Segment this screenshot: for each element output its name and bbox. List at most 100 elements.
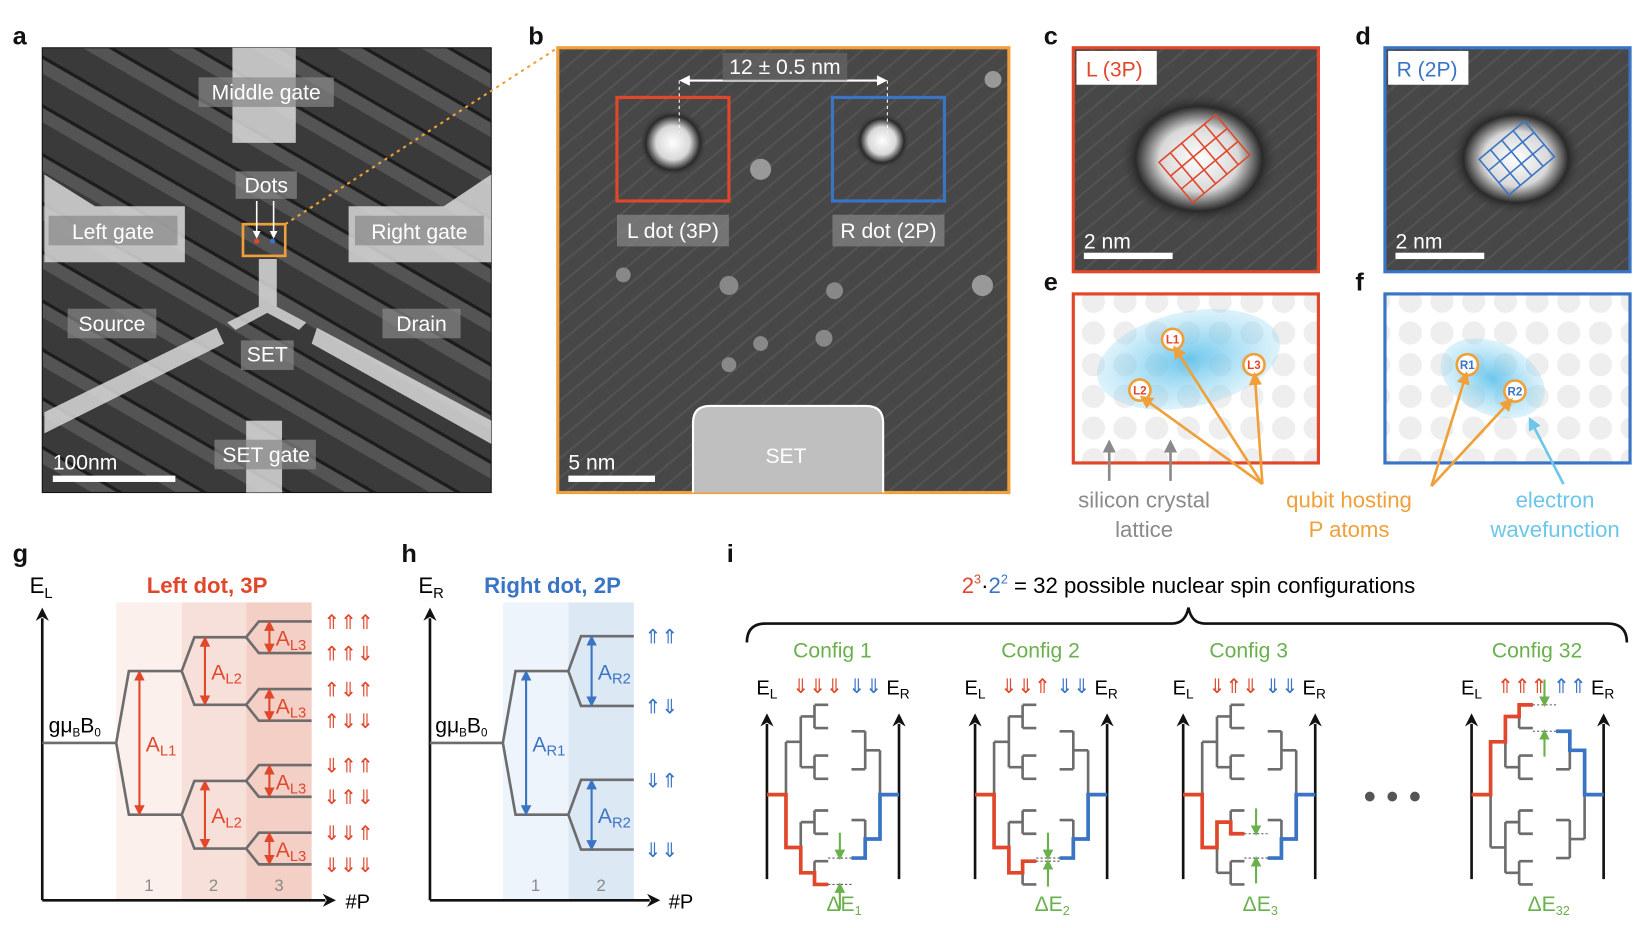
panel-e: e L1 L2 L3 [1044,269,1320,465]
hyperfine-label: AL2 [211,805,242,831]
zoom-connector [284,46,559,226]
panel-d-title: R (2P) [1397,58,1458,81]
energy-branch [429,669,569,817]
hyperfine-label: AL1 [146,733,177,759]
panel-g: g Left dot, 3P EL #P gμBB0 1 2 3 AL1AL2A… [13,540,374,914]
delta-energy-label: ΔE1 [826,893,861,918]
legend-arrows [1102,345,1565,488]
ellipsis: • • • [1364,775,1422,816]
left-spin-config: ⇓⇓⇓ [792,676,842,698]
label-set-gate: SET gate [222,444,310,467]
column-label: 2 [209,876,218,895]
column-label: 1 [144,876,153,895]
hyperfine-label: AL3 [276,628,307,654]
spin-labels-right: ⇑⇑⇑⇓⇓⇑⇓⇓ [644,627,678,862]
legend: silicon crystal lattice qubit hosting P … [1078,487,1620,542]
label-source: Source [79,313,146,336]
spin-labels-left: ⇑⇑⇑⇑⇑⇓⇑⇓⇑⇑⇓⇓⇓⇑⇑⇓⇑⇓⇓⇓⇑⇓⇓⇓ [323,612,373,877]
right-spin-config: ⇓⇓ [1265,676,1299,698]
spin-state: ⇑⇑⇓ [323,643,373,665]
panel-label: a [13,23,28,51]
atom-l2: L2 [1133,384,1147,397]
label-dots: Dots [245,175,288,198]
x-axis-label: #P [669,892,694,914]
energy-branch [245,687,312,723]
x-axis-label: #P [345,892,370,914]
distance-label: 12 ± 0.5 nm [729,56,840,79]
label-right-gate: Right gate [371,221,467,244]
legend-atoms: qubit hosting [1286,487,1412,512]
legend-lattice: lattice [1115,517,1173,542]
label-set: SET [247,344,288,367]
el-label: EL [1173,677,1194,701]
atom-r1: R1 [1460,359,1475,372]
hyperfine-label: AL2 [211,662,242,688]
right-spin-config: ⇓⇓ [848,676,882,698]
spin-state: ⇑⇑ [644,627,678,649]
panel-label: d [1355,23,1370,51]
spin-state: ⇓⇑ [644,770,678,792]
column-band-1 [116,602,182,901]
panel-label: c [1044,23,1058,51]
legend-lattice: silicon crystal [1078,487,1210,512]
scale-bar [568,475,655,482]
left-dot-marker [254,238,260,244]
hyperfine-label: AL3 [276,771,307,797]
scale-bar [52,475,176,482]
panel-a: a Middle gate Dots Left gate Right gate … [13,23,559,494]
right-spin-config: ⇓⇓ [1056,676,1090,698]
legend-atoms: P atoms [1309,517,1390,542]
selected-path [766,792,829,887]
column-band-2 [181,602,247,901]
configurations-equation: 23·22 = 32 possible nuclear spin configu… [962,572,1416,598]
lattice-grid-overlay [1157,113,1251,204]
left-spin-config: ⇑⇑⇑ [1497,676,1547,698]
spin-state: ⇑⇓⇑ [323,679,373,701]
energy-branch [245,763,312,799]
scale-bar-label: 100nm [53,451,118,474]
set-island [691,404,885,493]
label-set: SET [765,445,806,468]
er-label: ER [1303,677,1326,701]
config-name: Config 2 [1001,639,1080,662]
panel-i: i 23·22 = 32 possible nuclear spin confi… [727,540,1629,918]
spin-state: ⇓⇑⇑ [323,755,373,777]
panel-c: c L (3P) 2 nm [1044,23,1320,274]
energy-branch [245,831,312,866]
brace [745,607,1629,643]
column-band-1 [502,602,569,901]
hyperfine-label: AL3 [276,839,307,865]
panel-label: b [528,23,543,51]
er-label: ER [1094,677,1117,701]
hyperfine-label: AL3 [276,695,307,721]
selected-path [975,792,1037,875]
right-spin-config: ⇑⇑ [1553,676,1587,698]
panel-h-title: Right dot, 2P [484,573,621,598]
el-label: EL [965,677,986,701]
spin-state: ⇓⇓⇑ [323,823,373,845]
selected-path [1267,792,1316,860]
panel-label: g [13,540,28,568]
spin-state: ⇓⇑⇓ [323,787,373,809]
panel-c-title: L (3P) [1086,58,1143,81]
dots-highlight-box [241,222,287,258]
atom-l3: L3 [1247,359,1261,372]
panel-h: h Right dot, 2P ER #P gμBB0 1 2 AR1AR2AR… [401,540,693,914]
energy-branch [245,620,312,655]
spin-state: ⇓⇓⇓ [323,855,373,877]
er-label: ER [1591,677,1614,701]
el-label: EL [756,677,777,701]
el-label: EL [1461,677,1482,701]
energy-branch [180,779,247,850]
selected-path [1183,792,1245,850]
selected-path [1059,792,1108,860]
legend-wavefunction: wavefunction [1489,517,1619,542]
legend-wavefunction: electron [1516,487,1595,512]
selected-path [1556,729,1604,797]
